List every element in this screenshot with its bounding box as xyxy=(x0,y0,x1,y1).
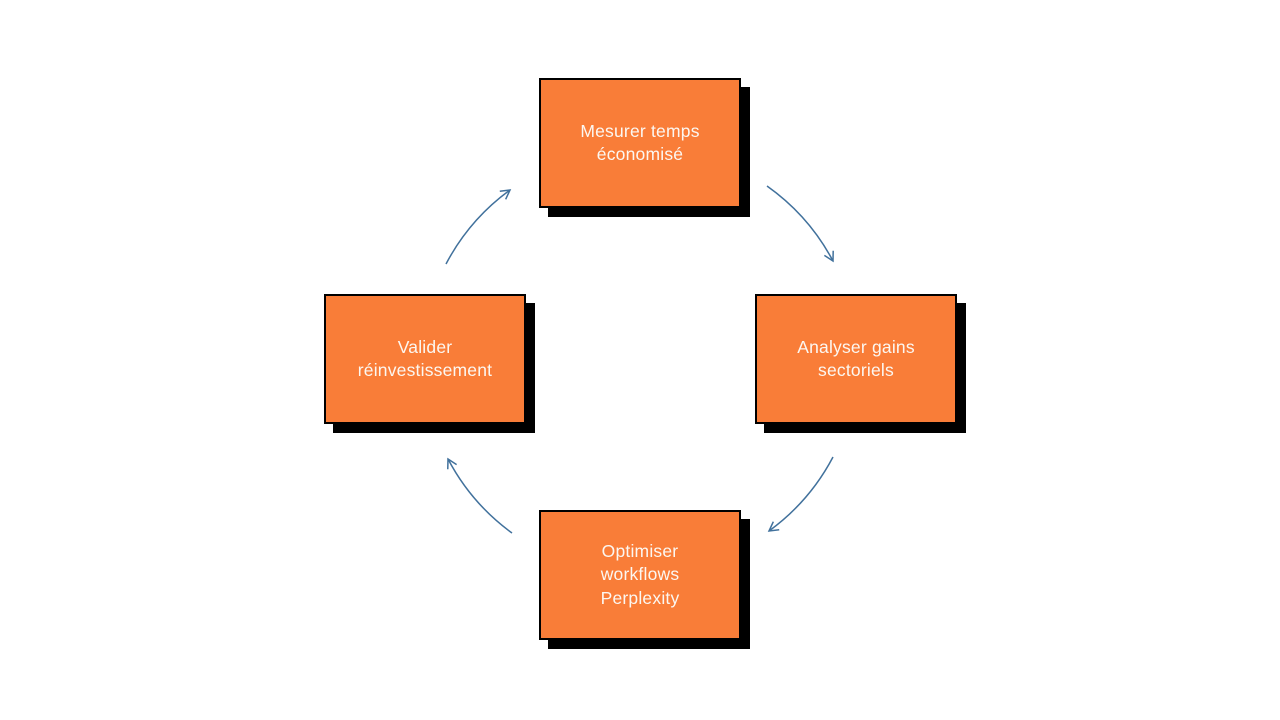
arrow-top-to-right xyxy=(766,185,834,263)
node-label: Analyser gains sectoriels xyxy=(797,336,915,380)
node-optimiser-workflows-perplexity: Optimiser workflows Perplexity xyxy=(539,510,741,640)
node-label: Valider réinvestissement xyxy=(357,336,493,380)
arrow-bottom-to-left xyxy=(447,457,513,534)
node-analyser-gains-sectoriels: Analyser gains sectoriels xyxy=(755,294,957,424)
node-mesurer-temps-economise: Mesurer temps économisé xyxy=(539,78,741,208)
arrow-left-to-top xyxy=(445,189,512,265)
arrow-right-to-bottom xyxy=(767,456,834,532)
node-valider-reinvestissement: Valider réinvestissement xyxy=(324,294,526,424)
node-label: Optimiser workflows Perplexity xyxy=(600,540,680,608)
node-label: Mesurer temps économisé xyxy=(580,120,700,164)
